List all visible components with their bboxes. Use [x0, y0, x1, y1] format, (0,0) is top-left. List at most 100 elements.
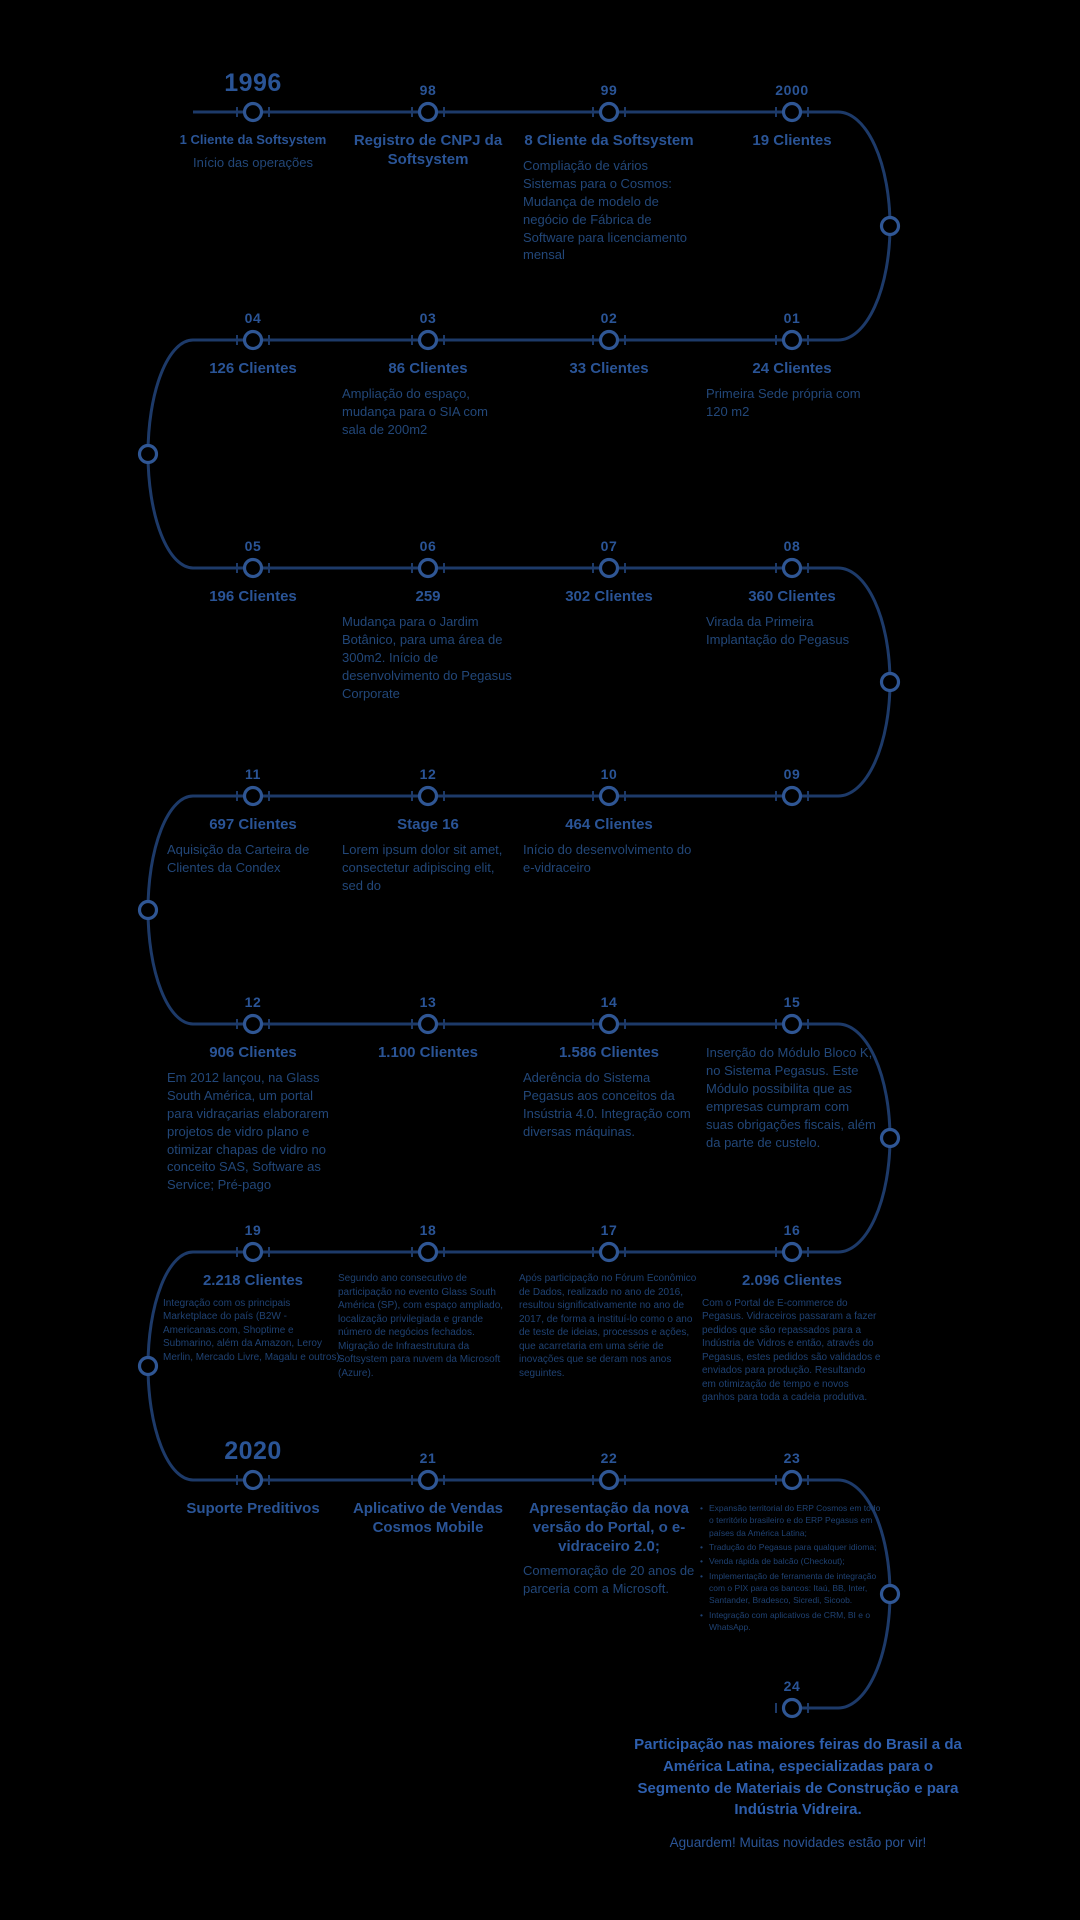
timeline-node-ring-icon: [598, 557, 620, 579]
milestone-title: 8 Cliente da Softsystem: [524, 132, 694, 149]
timeline-node-ring-icon: [781, 1013, 803, 1035]
timeline-node-ring-icon: [781, 557, 803, 579]
year-label: 2020: [224, 1437, 282, 1465]
timeline-arc-ring-icon: [137, 899, 159, 921]
milestone: 196 Clientes: [161, 588, 345, 613]
timeline-node-ring-icon: [781, 1697, 803, 1719]
timeline-node-ring-icon: [242, 1013, 264, 1035]
timeline-node-ring-icon: [242, 1469, 264, 1491]
milestone-desc: Ampliação do espaço, mudança para o SIA …: [342, 385, 488, 437]
milestone-title: 33 Clientes: [569, 360, 649, 377]
milestone-desc: Aquisição da Carteira de Clientes da Con…: [167, 841, 310, 875]
milestone-title: Aplicativo de Vendas Cosmos Mobile: [352, 1500, 504, 1536]
timeline-node-ring-icon: [781, 1241, 803, 1263]
milestone: 360 Clientes Virada da Primeira Implanta…: [700, 588, 884, 649]
year-label: 14: [600, 994, 618, 1010]
timeline-arc-ring-icon: [137, 1355, 159, 1377]
timeline-node-ring-icon: [781, 101, 803, 123]
milestone-desc: Primeira Sede própria com 120 m2: [706, 385, 861, 419]
milestone-title: 2.096 Clientes: [741, 1272, 843, 1289]
milestone-title: 126 Clientes: [209, 360, 297, 377]
timeline-footer: Participação nas maiores feiras do Brasi…: [628, 1734, 968, 1850]
year-label: 11: [245, 766, 261, 782]
milestone: Apresentação da nova versão do Portal, o…: [517, 1500, 701, 1598]
year-label: 16: [783, 1222, 801, 1238]
year-label: 12: [419, 766, 437, 782]
year-label: 22: [600, 1450, 618, 1466]
milestone-title: 86 Clientes: [388, 360, 468, 377]
timeline-node-ring-icon: [417, 329, 439, 351]
milestone-desc: Início do desenvolvimento do e-vidraceir…: [523, 841, 692, 875]
timeline-node-ring-icon: [417, 1469, 439, 1491]
timeline-node-ring-icon: [598, 785, 620, 807]
milestone-desc: Início das operações: [193, 155, 313, 171]
timeline-arc-ring-icon: [879, 1583, 901, 1605]
milestone-desc: Lorem ipsum dolor sit amet, consectetur …: [342, 841, 503, 893]
timeline-node-ring-icon: [417, 1241, 439, 1263]
milestone-desc: Inserção do Módulo Bloco K, no Sistema P…: [706, 1045, 876, 1150]
milestone: 8 Cliente da Softsystem Compliação de vá…: [517, 132, 701, 264]
milestone: Suporte Preditivos: [161, 1500, 345, 1525]
milestone-desc: Com o Portal de E-commerce do Pegasus. V…: [702, 1297, 881, 1404]
year-label: 15: [783, 994, 801, 1010]
milestone: 33 Clientes: [517, 360, 701, 385]
year-label: 21: [419, 1450, 437, 1466]
milestone: Inserção do Módulo Bloco K, no Sistema P…: [700, 1044, 884, 1152]
timeline-path: [146, 110, 892, 1710]
timeline-arc-ring-icon: [137, 443, 159, 465]
milestone-title: 302 Clientes: [565, 588, 653, 605]
year-label: 09: [783, 766, 801, 782]
milestone: 2.218 Clientes Integração com os princip…: [161, 1272, 345, 1364]
milestone-desc: Mudança para o Jardim Botânico, para uma…: [342, 613, 512, 701]
milestone-desc: Comemoração de 20 anos de parceria com a…: [523, 1563, 695, 1597]
milestone: Segundo ano consecutivo de participação …: [336, 1272, 520, 1380]
bullet-item: Venda rápida de balcão (Checkout);: [700, 1555, 884, 1568]
timeline-node-ring-icon: [417, 785, 439, 807]
milestone-desc: Compliação de vários Sistemas para o Cos…: [523, 157, 688, 263]
milestone: 1.100 Clientes: [336, 1044, 520, 1069]
timeline-node-ring-icon: [417, 101, 439, 123]
year-label: 04: [244, 310, 262, 326]
footer-headline: Participação nas maiores feiras do Brasi…: [634, 1736, 962, 1819]
milestone: 697 Clientes Aquisição da Carteira de Cl…: [161, 816, 345, 877]
milestone: 259 Mudança para o Jardim Botânico, para…: [336, 588, 520, 702]
milestone-title: 1.586 Clientes: [558, 1044, 660, 1061]
milestone-title: Apresentação da nova versão do Portal, o…: [528, 1500, 690, 1555]
timeline-node-ring-icon: [242, 101, 264, 123]
timeline-node-ring-icon: [242, 329, 264, 351]
year-label: 07: [600, 538, 618, 554]
milestone-title: 259: [415, 588, 441, 605]
milestone: 19 Clientes: [700, 132, 884, 157]
bullet-item: Integração com aplicativos de CRM, BI e …: [700, 1609, 884, 1634]
milestone-title: 906 Clientes: [209, 1044, 297, 1061]
year-label: 02: [600, 310, 618, 326]
year-label: 99: [600, 82, 618, 98]
milestone-title: 360 Clientes: [748, 588, 836, 605]
milestone-title: Registro de CNPJ da Softsystem: [353, 132, 503, 168]
milestone: 302 Clientes: [517, 588, 701, 613]
timeline-node-ring-icon: [242, 1241, 264, 1263]
timeline-node-ring-icon: [598, 101, 620, 123]
year-label: 18: [419, 1222, 437, 1238]
milestone: 126 Clientes: [161, 360, 345, 385]
year-label: 24: [783, 1678, 801, 1694]
milestone-title: 1.100 Clientes: [377, 1044, 479, 1061]
timeline-arc-ring-icon: [879, 1127, 901, 1149]
year-label: 1996: [224, 69, 282, 97]
milestone: 24 Clientes Primeira Sede própria com 12…: [700, 360, 884, 421]
milestone-title: 24 Clientes: [752, 360, 832, 377]
milestone-desc: Em 2012 lançou, na Glass South América, …: [167, 1069, 329, 1193]
timeline-arc-ring-icon: [879, 215, 901, 237]
year-label: 17: [600, 1222, 618, 1238]
milestone-desc: Virada da Primeira Implantação do Pegasu…: [706, 613, 850, 647]
footer-subline: Aguardem! Muitas novidades estão por vir…: [669, 1835, 927, 1850]
year-label: 01: [783, 310, 801, 326]
timeline-arc-ring-icon: [879, 671, 901, 693]
year-label: 2000: [775, 82, 809, 98]
year-label: 19: [244, 1222, 262, 1238]
milestone-desc: Segundo ano consecutivo de participação …: [338, 1273, 504, 1379]
milestone-title: Stage 16: [397, 816, 459, 833]
bullet-item: Implementação de ferramenta de integraçã…: [700, 1570, 884, 1607]
milestone-desc: Após participação no Fórum Econômico de …: [519, 1273, 697, 1379]
milestone-title: 196 Clientes: [209, 588, 297, 605]
